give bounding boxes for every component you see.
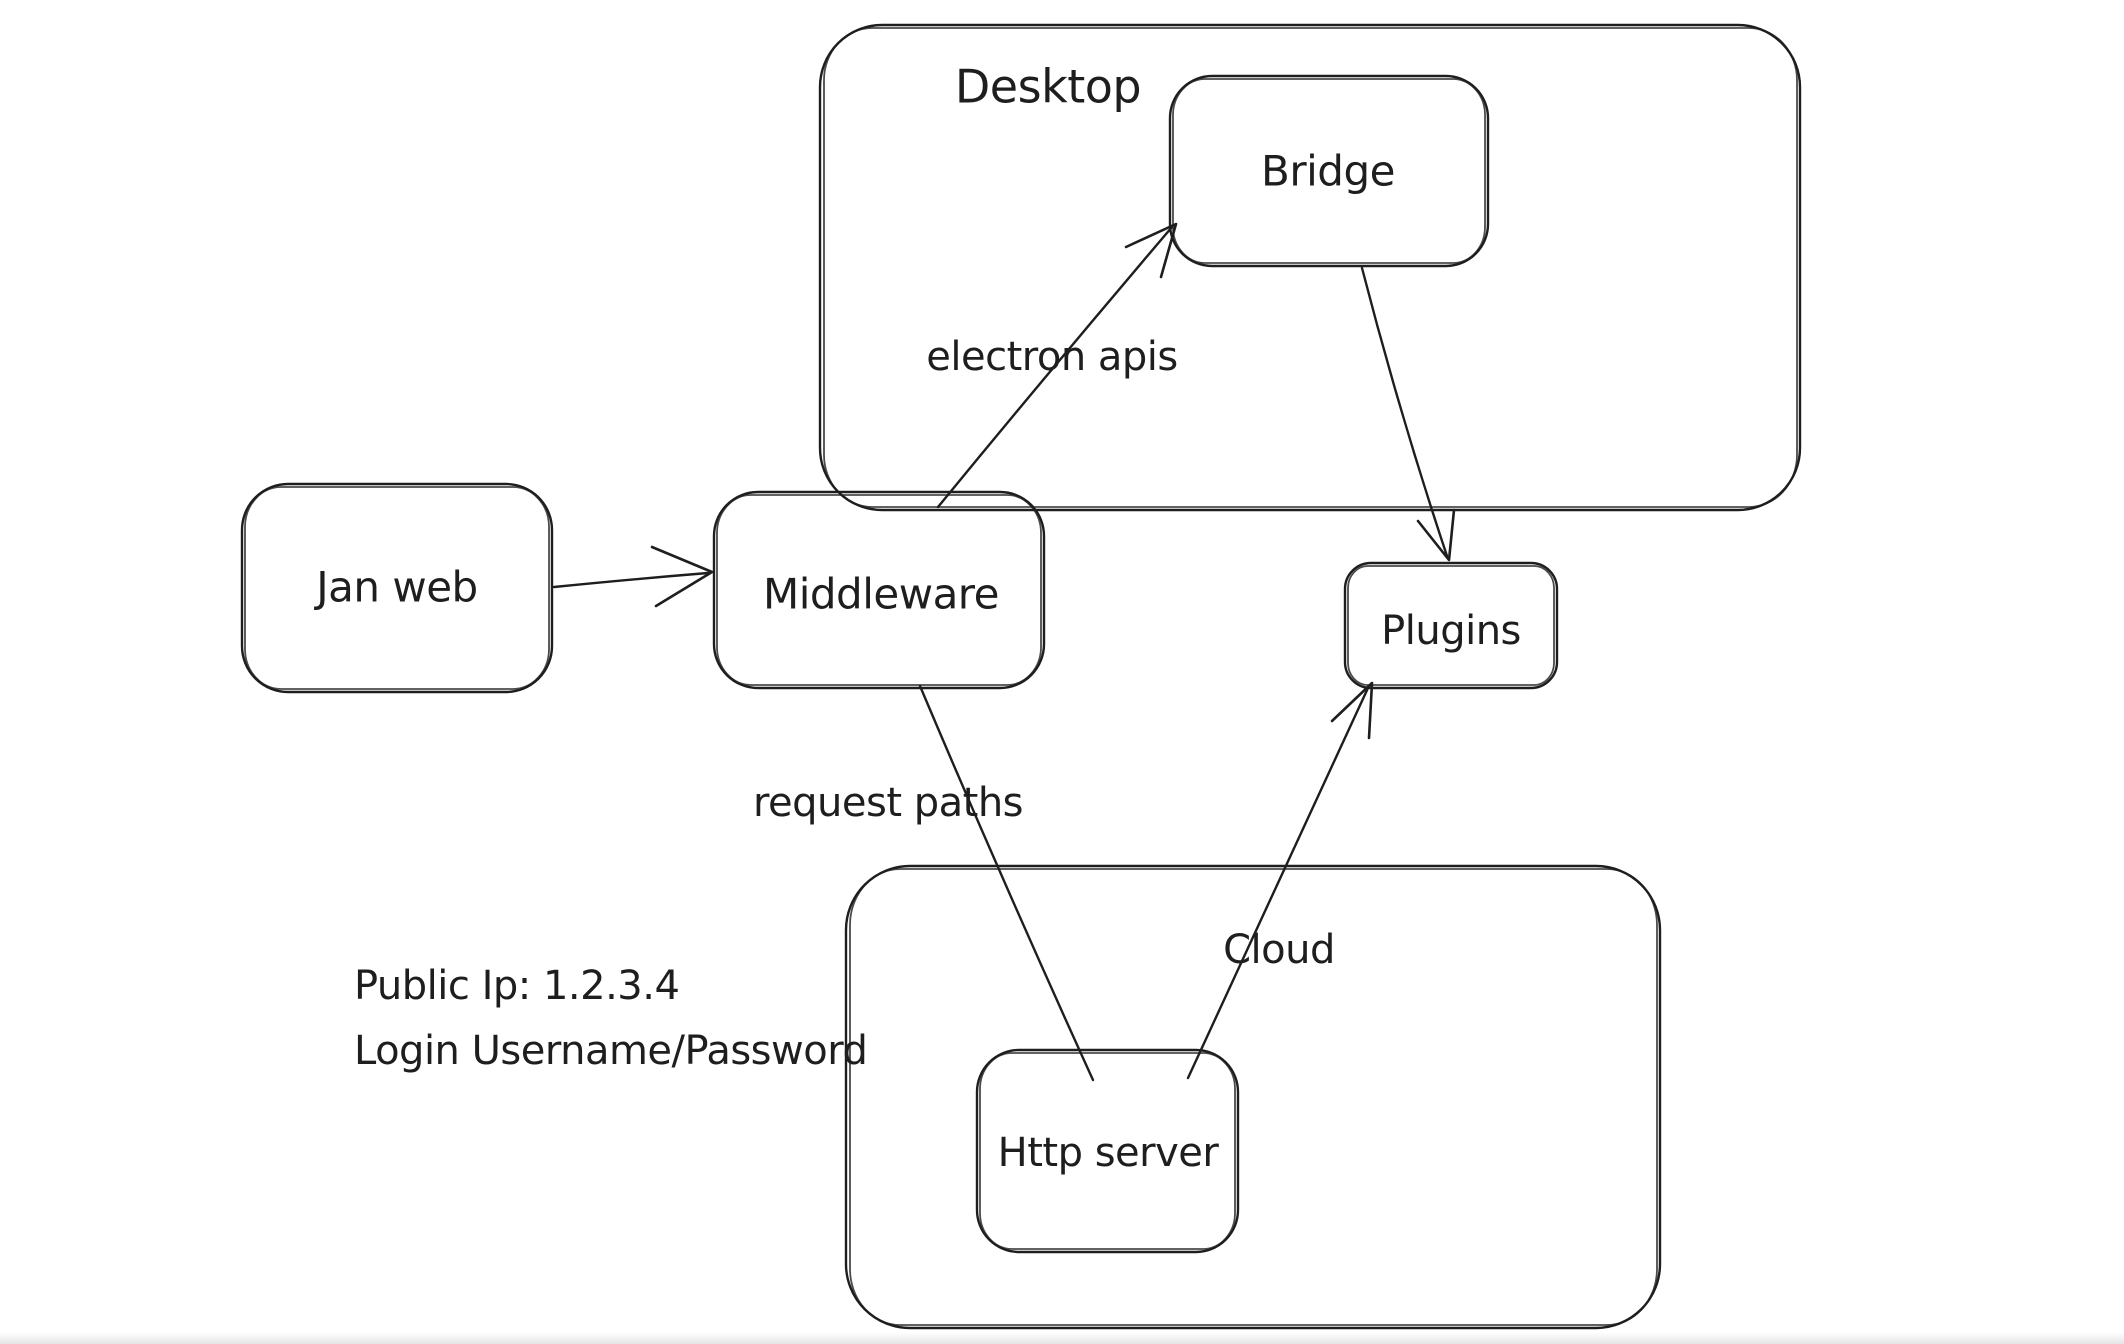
cloud-container-box xyxy=(844,864,1662,1330)
edge-bridge-to-plugins-arrowhead xyxy=(1416,508,1456,562)
plugins-label: Plugins xyxy=(1381,608,1521,654)
middleware-box xyxy=(712,490,1046,690)
electron-apis-edge-label: electron apis xyxy=(926,334,1177,380)
edge-middleware-to-httpserver: request paths xyxy=(753,684,1095,1082)
jan-web-node: Jan web xyxy=(240,482,554,694)
annotation-login-credentials: Login Username/Password xyxy=(354,1028,867,1074)
bridge-box-sketch-stroke xyxy=(1172,78,1486,264)
edge-bridge-to-plugins-line xyxy=(1360,266,1449,558)
middleware-label: Middleware xyxy=(763,570,999,619)
edge-middleware-to-bridge-arrowhead xyxy=(1124,222,1178,279)
edge-janweb-to-middleware xyxy=(552,545,714,608)
cloud-container-label: Cloud xyxy=(1223,927,1335,973)
edge-middleware-to-bridge: electron apis xyxy=(926,222,1178,509)
http-server-label: Http server xyxy=(998,1130,1220,1176)
edge-httpserver-to-plugins-arrowhead xyxy=(1330,681,1374,740)
edge-janweb-to-middleware-line xyxy=(552,571,710,589)
plugins-node: Plugins xyxy=(1343,561,1559,690)
http-server-node: Http server xyxy=(975,1048,1240,1254)
bridge-node: Bridge xyxy=(1168,74,1490,268)
jan-web-box-sketch-stroke xyxy=(244,486,550,690)
edge-middleware-to-bridge-line xyxy=(936,225,1174,509)
annotation-public-ip: Public Ip: 1.2.3.4 xyxy=(354,963,679,1009)
edge-httpserver-to-plugins xyxy=(1186,681,1374,1080)
cloud-container-box-sketch-stroke xyxy=(849,868,1658,1326)
bridge-box xyxy=(1168,74,1490,268)
edge-middleware-to-httpserver-line xyxy=(918,684,1095,1082)
jan-web-box xyxy=(240,482,554,694)
request-paths-edge-label: request paths xyxy=(753,780,1023,826)
bridge-label: Bridge xyxy=(1261,147,1395,196)
jan-web-label: Jan web xyxy=(313,563,477,612)
desktop-container-label: Desktop xyxy=(955,60,1141,114)
desktop-container: Desktop xyxy=(818,23,1802,512)
http-server-box-sketch-stroke xyxy=(979,1052,1236,1250)
cloud-container: Cloud xyxy=(844,864,1662,1330)
edge-janweb-to-middleware-arrowhead xyxy=(650,545,714,608)
edge-bridge-to-plugins xyxy=(1360,266,1456,562)
plugins-box-sketch-stroke xyxy=(1347,565,1555,686)
plugins-box xyxy=(1343,561,1559,690)
middleware-node: Middleware xyxy=(712,490,1046,690)
desktop-container-box-sketch-stroke xyxy=(823,27,1798,508)
middleware-box-sketch-stroke xyxy=(716,494,1042,686)
edge-httpserver-to-plugins-line xyxy=(1186,686,1370,1080)
http-server-box xyxy=(975,1048,1240,1254)
desktop-container-box xyxy=(818,23,1802,512)
